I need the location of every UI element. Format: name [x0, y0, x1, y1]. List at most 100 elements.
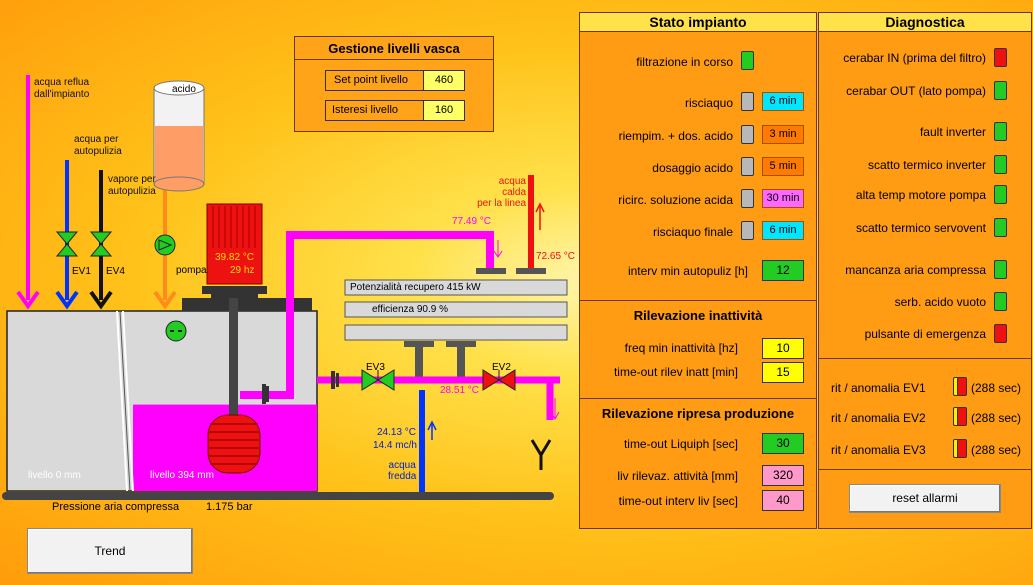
step-led: [741, 125, 754, 144]
acido-label: acido: [172, 84, 196, 95]
level-sensor-icon: [165, 320, 187, 342]
liv-value[interactable]: 320: [762, 465, 804, 486]
ev1-valve-icon: [55, 231, 79, 257]
heat-exchanger-coil: [207, 414, 261, 474]
step-led: [741, 92, 754, 111]
pressione-value: 1.175 bar: [206, 501, 253, 513]
isteresi-value[interactable]: 160: [423, 101, 464, 120]
step-time: 6 min: [762, 92, 804, 111]
diag-label: cerabar IN (prima del filtro): [843, 51, 986, 65]
ev3-label: EV3: [366, 362, 385, 373]
stato-impianto-panel: Stato impianto filtrazione in corso risc…: [579, 12, 817, 529]
inattivita-title: Rilevazione inattività: [633, 308, 763, 323]
diag-led: [994, 81, 1007, 100]
diag-label: pulsante di emergenza: [864, 327, 986, 341]
step-led: [741, 221, 754, 240]
step-led: [741, 157, 754, 176]
ev-anomaly-label: rit / anomalia EV3: [831, 443, 926, 457]
freq-label: freq min inattività [hz]: [624, 341, 738, 355]
diag-label: scatto termico servovent: [855, 221, 986, 235]
liv-label: liv rilevaz. attività [mm]: [617, 469, 738, 483]
ev-anomaly-sec: (288 sec): [971, 443, 1022, 457]
trend-button[interactable]: Trend: [27, 528, 193, 574]
ripresa-title: Rilevazione ripresa produzione: [601, 406, 795, 421]
liquiph-value[interactable]: 30: [762, 433, 804, 454]
filtrazione-led: [741, 51, 754, 70]
reset-allarmi-button[interactable]: reset allarmi: [849, 484, 1001, 513]
pompa-label: pompa: [176, 265, 207, 276]
ev-anomaly-sec: (288 sec): [971, 381, 1022, 395]
diag-label: fault inverter: [919, 125, 986, 139]
efficienza-label: efficienza 90.9 %: [372, 304, 448, 315]
diag-led: [994, 218, 1007, 237]
acid-level: [155, 126, 203, 184]
ev-anomaly-led-red: [957, 407, 967, 426]
step-time: 3 min: [762, 125, 804, 144]
diag-led: [994, 292, 1007, 311]
diag-label: cerabar OUT (lato pompa): [846, 84, 986, 98]
diag-label: scatto termico inverter: [867, 158, 986, 172]
diag-label: alta temp motore pompa: [855, 188, 986, 202]
ev-anomaly-sec: (288 sec): [971, 411, 1022, 425]
ev3-valve-icon: [361, 369, 395, 391]
setpoint-value[interactable]: 460: [423, 71, 464, 90]
diag-led: [994, 122, 1007, 141]
liquiph-label: time-out Liquiph [sec]: [623, 437, 738, 451]
acqua-per-label: acqua per autopulizia: [74, 134, 122, 157]
diag-led: [994, 324, 1007, 343]
step-label: riempim. + dos. acido: [618, 129, 733, 143]
ev-anomaly-label: rit / anomalia EV2: [831, 411, 926, 425]
ev-anomaly-label: rit / anomalia EV1: [831, 381, 926, 395]
filtrazione-label: filtrazione in corso: [636, 55, 733, 69]
step-time: 30 min: [762, 189, 804, 208]
interv-liv-value[interactable]: 40: [762, 490, 804, 511]
diag-label: mancanza aria compressa: [845, 263, 986, 277]
pump-motor: [206, 203, 263, 285]
process-diagram: [2, 75, 568, 500]
livello-right: livello 394 mm: [150, 470, 214, 481]
ev-anomaly-led-red: [957, 377, 967, 396]
step-label: dosaggio acido: [652, 161, 733, 175]
step-label: risciaquo finale: [652, 225, 733, 239]
acqua-fredda-label: acqua fredda: [388, 460, 417, 482]
diag-led: [994, 260, 1007, 279]
interv-label: interv min autopuliz [h]: [627, 264, 748, 278]
step-label: ricirc. soluzione acida: [618, 193, 733, 207]
timeout-inatt-value[interactable]: 15: [762, 362, 804, 383]
ev4-label: EV4: [106, 266, 125, 277]
temp-calda: 72.65 °C: [536, 251, 576, 262]
interv-value[interactable]: 12: [762, 260, 804, 281]
diag-led: [994, 155, 1007, 174]
diagnostica-title: Diagnostica: [819, 13, 1031, 32]
stato-title: Stato impianto: [580, 13, 816, 32]
ev2-valve-icon: [482, 369, 516, 391]
gestione-title: Gestione livelli vasca: [328, 41, 460, 56]
temp-top: 77.49 °C: [452, 216, 492, 227]
diag-led: [994, 48, 1007, 67]
isteresi-row: Isteresi livello 160: [325, 100, 465, 121]
gestione-livelli-panel: Gestione livelli vasca Set point livello…: [294, 36, 494, 132]
vapore-label: vapore per autopulizia: [108, 174, 156, 197]
livello-left: livello 0 mm: [28, 470, 81, 481]
step-time: 5 min: [762, 157, 804, 176]
step-time: 6 min: [762, 221, 804, 240]
cold-water-readout: 24.13 °C 14.4 mc/h: [373, 427, 417, 451]
step-led: [741, 189, 754, 208]
diagnostica-panel: Diagnostica cerabar IN (prima del filtro…: [818, 12, 1032, 529]
acqua-calda-label: acqua calda per la linea: [477, 176, 526, 209]
step-label: risciaquo: [684, 96, 733, 110]
freq-value[interactable]: 10: [762, 338, 804, 359]
potenzialita-label: Potenzialità recupero 415 kW: [350, 282, 481, 293]
diag-led: [994, 185, 1007, 204]
ev1-label: EV1: [72, 266, 91, 277]
pressione-label: Pressione aria compressa: [52, 501, 180, 513]
ev4-valve-icon: [89, 231, 113, 257]
setpoint-row: Set point livello 460: [325, 70, 465, 91]
ev2-label: EV2: [492, 362, 511, 373]
diag-label: serb. acido vuoto: [894, 295, 986, 309]
ev-anomaly-led-red: [957, 439, 967, 458]
interv-liv-label: time-out interv liv [sec]: [618, 494, 738, 508]
motor-temp: 39.82 °C: [215, 252, 255, 263]
acqua-reflua-label: acqua reflua dall'impianto: [34, 77, 90, 100]
motor-hz: 29 hz: [230, 265, 255, 276]
